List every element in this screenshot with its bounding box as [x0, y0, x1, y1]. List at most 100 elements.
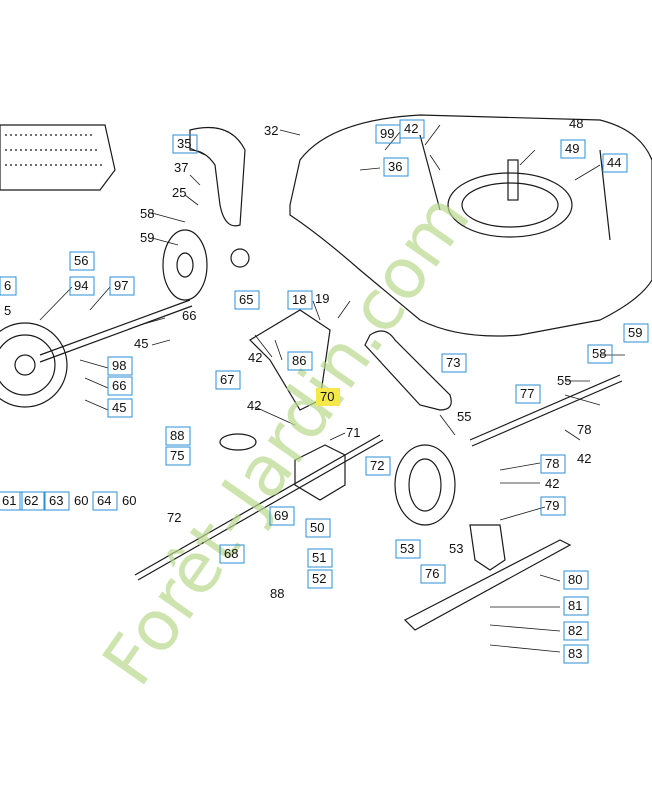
part-number-label: 60 [122, 493, 136, 508]
part-number-70: 70 [316, 388, 340, 406]
part-number-label: 45 [134, 336, 148, 351]
part-number-60: 60 [122, 493, 136, 508]
part-number-37: 37 [174, 160, 188, 175]
part-number-label: 55 [557, 373, 571, 388]
part-number-65: 65 [234, 290, 260, 310]
mower-deck-part [289, 114, 652, 337]
part-number-5: 5 [4, 303, 11, 318]
label-box [234, 290, 260, 310]
part-number-66: 66 [182, 308, 196, 323]
part-number-58: 58 [140, 206, 154, 221]
part-number-99: 99 [375, 124, 401, 144]
part-number-83: 83 [563, 644, 589, 664]
part-number-82: 82 [563, 621, 589, 641]
belt-part [364, 330, 452, 411]
part-number-label: 69 [274, 508, 288, 523]
label-box [69, 276, 95, 296]
label-box [215, 370, 241, 390]
label-box [563, 596, 589, 616]
part-number-label: 73 [446, 355, 460, 370]
part-number-53: 53 [395, 539, 421, 559]
part-number-97: 97 [109, 276, 135, 296]
part-number-19: 19 [315, 291, 329, 306]
part-number-label: 42 [248, 350, 262, 365]
part-number-79: 79 [540, 496, 566, 516]
part-number-36: 36 [383, 157, 409, 177]
label-box [602, 153, 628, 173]
part-number-label: 94 [74, 278, 88, 293]
side-guard-part [189, 126, 246, 227]
part-number-42: 42 [247, 398, 261, 413]
label-box [587, 344, 613, 364]
part-number-label: 98 [112, 358, 126, 373]
part-number-label: 59 [140, 230, 154, 245]
part-number-75: 75 [165, 446, 191, 466]
part-number-label: 55 [457, 409, 471, 424]
part-number-72: 72 [167, 510, 181, 525]
label-box [563, 621, 589, 641]
part-number-51: 51 [307, 548, 333, 568]
part-number-label: 65 [239, 292, 253, 307]
part-number-44: 44 [602, 153, 628, 173]
label-box [515, 384, 541, 404]
label-box [165, 426, 191, 446]
part-number-55: 55 [557, 373, 571, 388]
part-number-label: 53 [400, 541, 414, 556]
part-number-42: 42 [248, 350, 262, 365]
part-number-72: 72 [365, 456, 391, 476]
label-box [107, 398, 133, 418]
part-number-label: 42 [577, 451, 591, 466]
part-number-label: 56 [74, 253, 88, 268]
part-number-94: 94 [69, 276, 95, 296]
part-number-label: 86 [292, 353, 306, 368]
part-number-78: 78 [577, 422, 591, 437]
part-number-45: 45 [134, 336, 148, 351]
front-axle-part [134, 434, 384, 581]
part-number-64: 64 [92, 491, 118, 511]
line-art [0, 114, 652, 653]
label-box [165, 446, 191, 466]
gearbox-part [294, 444, 346, 501]
part-number-50: 50 [305, 518, 331, 538]
part-number-55: 55 [457, 409, 471, 424]
part-number-label: 67 [220, 372, 234, 387]
part-number-label: 52 [312, 571, 326, 586]
label-box [0, 276, 17, 296]
part-number-label: 51 [312, 550, 326, 565]
part-number-88: 88 [270, 586, 284, 601]
part-number-label: 48 [569, 116, 583, 131]
leader-lines [39, 124, 625, 653]
label-box [307, 569, 333, 589]
part-number-label: 75 [170, 448, 184, 463]
part-number-label: 58 [140, 206, 154, 221]
label-box [563, 570, 589, 590]
part-number-label: 83 [568, 646, 582, 661]
part-number-59: 59 [140, 230, 154, 245]
part-number-86: 86 [287, 351, 313, 371]
label-box [395, 539, 421, 559]
part-number-label: 76 [425, 566, 439, 581]
part-number-label: 42 [404, 121, 418, 136]
label-box [172, 134, 198, 154]
part-number-69: 69 [269, 506, 295, 526]
part-number-71: 71 [346, 425, 360, 440]
part-number-label: 63 [49, 493, 63, 508]
wheel-disc-part [162, 229, 208, 301]
label-box [19, 491, 45, 511]
part-number-label: 25 [172, 185, 186, 200]
label-box [563, 644, 589, 664]
part-number-25: 25 [172, 185, 186, 200]
part-number-label: 72 [370, 458, 384, 473]
grass-bag-part [0, 124, 116, 191]
part-number-label: 6 [4, 278, 11, 293]
part-number-label: 42 [545, 476, 559, 491]
part-number-label: 66 [182, 308, 196, 323]
part-number-label: 79 [545, 498, 559, 513]
part-number-label: 45 [112, 400, 126, 415]
rear-axle-part [39, 299, 193, 363]
part-number-42: 42 [577, 451, 591, 466]
part-number-label: 78 [577, 422, 591, 437]
part-number-label: 71 [346, 425, 360, 440]
part-number-label: 68 [224, 546, 238, 561]
